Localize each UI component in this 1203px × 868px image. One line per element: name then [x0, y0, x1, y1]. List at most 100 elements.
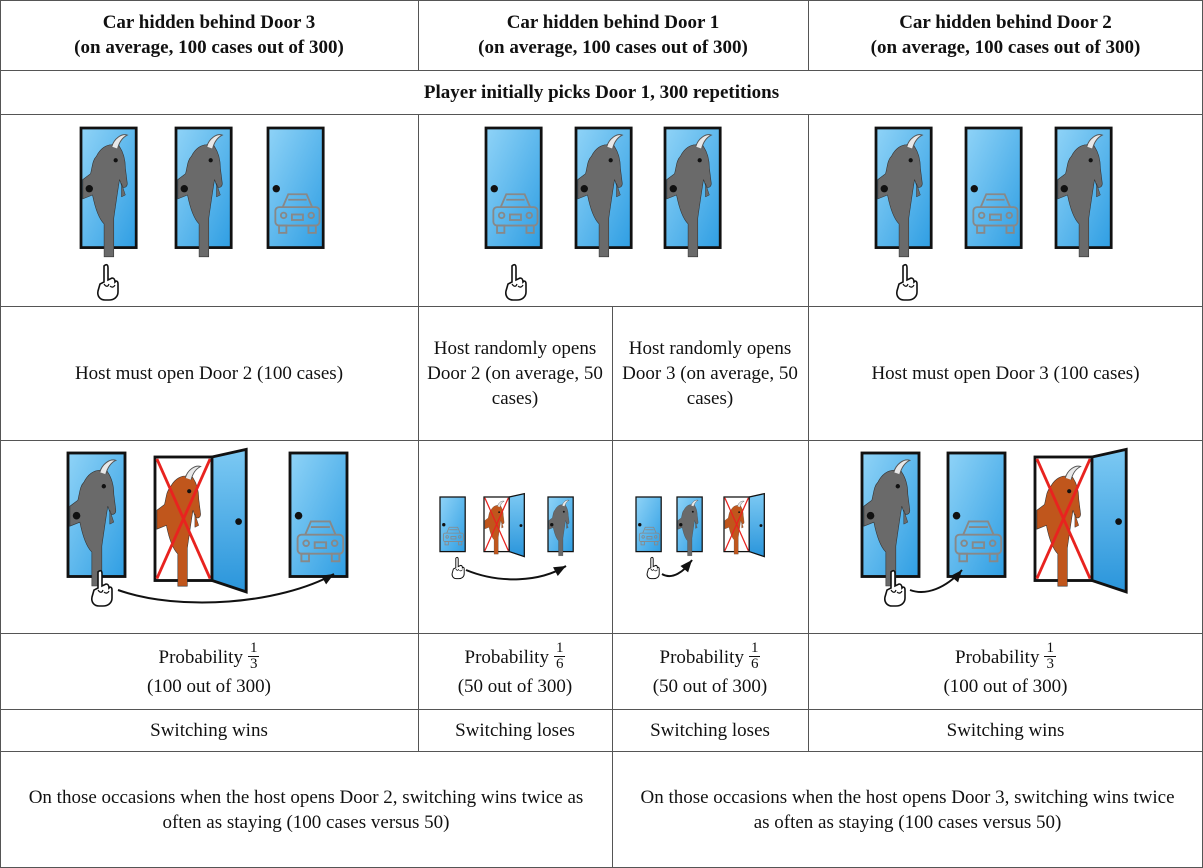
player-picks-row: Player initially picks Door 1, 300 repet…	[423, 81, 780, 103]
grid-line	[0, 633, 1203, 634]
grid-line	[0, 709, 1203, 710]
car-icon	[972, 193, 1019, 234]
host-action-1: Host must open Door 2 (100 cases)	[74, 362, 344, 384]
door-knob	[550, 523, 554, 527]
car-icon	[492, 193, 539, 234]
door-1	[66, 451, 127, 587]
door-knob	[490, 185, 498, 193]
host-action-2: Host randomly opens Door 2 (on average, …	[427, 337, 603, 409]
door-knob	[669, 185, 677, 193]
outcome-3: Switching loses	[650, 719, 770, 741]
goat-icon	[82, 134, 129, 258]
door-3-open	[1033, 447, 1128, 594]
switch-arrow	[117, 573, 335, 604]
door-1	[635, 496, 662, 553]
swung-door	[1090, 447, 1128, 594]
door-2-open	[483, 492, 525, 558]
door-1	[860, 451, 921, 587]
pointing-hand-icon	[451, 556, 465, 580]
goat-icon	[548, 499, 570, 556]
grid-line	[808, 0, 809, 70]
hand-switch	[646, 556, 660, 580]
host-action-3: Host randomly opens Door 3 (on average, …	[622, 337, 798, 409]
swung-door	[508, 492, 525, 558]
door-2	[574, 126, 633, 258]
goat-icon	[877, 134, 924, 258]
pointing-hand-icon	[91, 569, 113, 607]
car-icon	[638, 526, 660, 546]
hand-switch	[91, 569, 113, 607]
outcome-4: Switching wins	[946, 719, 1065, 741]
conclusion-door-3: On those occasions when the host opens D…	[640, 786, 1175, 833]
grid-line	[0, 440, 1203, 441]
door-knob	[442, 523, 446, 527]
grid-line	[0, 0, 1203, 1]
grid-line	[808, 114, 809, 751]
door-knob	[970, 185, 978, 193]
door-3	[1054, 126, 1113, 258]
door-3	[663, 126, 722, 258]
header-car-door-3: Car hidden behind Door 3(on average, 100…	[74, 12, 344, 58]
outcome-1: Switching wins	[150, 719, 268, 741]
door-3	[547, 496, 574, 556]
car-icon	[954, 520, 1003, 563]
door-knob	[866, 511, 875, 520]
goat-icon	[666, 134, 713, 258]
grid-line	[0, 70, 1203, 71]
grid-line	[0, 751, 1203, 752]
door-2	[946, 451, 1007, 578]
hand-pick	[505, 263, 527, 301]
swung-door	[210, 447, 248, 594]
goat-icon	[577, 134, 624, 258]
door-knob	[580, 185, 588, 193]
switch-arrow	[465, 565, 567, 581]
door-knob	[272, 185, 280, 193]
goat-icon	[1057, 134, 1104, 258]
grid-line	[0, 0, 1, 868]
goat-icon	[677, 499, 699, 556]
door-knob	[1060, 185, 1068, 193]
swung-door	[748, 492, 765, 558]
door-knob	[85, 185, 93, 193]
outcome-2: Switching loses	[455, 719, 575, 741]
goat-icon	[177, 134, 224, 258]
pointing-hand-icon	[884, 569, 906, 607]
door-knob	[72, 511, 81, 520]
door-3-open	[723, 492, 765, 558]
hand-switch	[884, 569, 906, 607]
grid-line	[0, 114, 1203, 115]
hand-pick	[97, 263, 119, 301]
hand-pick	[896, 263, 918, 301]
door-knob	[638, 523, 642, 527]
door-1	[484, 126, 543, 249]
grid-line	[418, 114, 419, 751]
door-knob	[952, 511, 961, 520]
car-icon	[296, 520, 345, 563]
pointing-hand-icon	[97, 263, 119, 301]
header-car-door-1: Car hidden behind Door 1(on average, 100…	[478, 12, 748, 58]
conclusion-door-2: On those occasions when the host opens D…	[28, 786, 584, 833]
grid-line	[0, 306, 1203, 307]
switch-arrow	[909, 569, 963, 593]
goat-icon	[69, 459, 118, 587]
car-icon	[442, 526, 464, 546]
car-icon	[274, 193, 321, 234]
door-1	[79, 126, 138, 258]
switch-arrow	[661, 559, 693, 578]
grid-line	[612, 306, 613, 868]
pointing-hand-icon	[896, 263, 918, 301]
door-knob	[880, 185, 888, 193]
hand-switch	[451, 556, 465, 580]
pointing-hand-icon	[505, 263, 527, 301]
door-2-open	[153, 447, 248, 594]
door-2	[676, 496, 703, 556]
door-knob	[180, 185, 188, 193]
